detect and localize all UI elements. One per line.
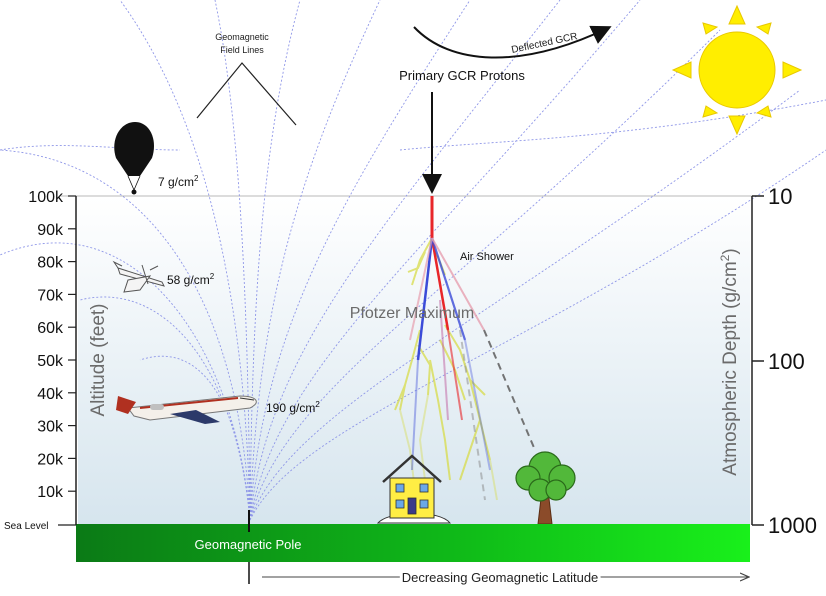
depth-tick-label: 1000 <box>768 513 817 538</box>
depth-tick-label: 100 <box>768 349 805 374</box>
depth-axis-title: Atmospheric Depth (g/cm2) <box>718 248 741 475</box>
altitude-tick-label: 20k <box>37 451 64 468</box>
altitude-tick-label: 30k <box>37 419 64 436</box>
air-shower-label: Air Shower <box>460 251 514 263</box>
tree-icon <box>515 451 576 525</box>
deflected-gcr-arrow <box>413 25 612 59</box>
altitude-tick-label: 10k <box>37 484 64 501</box>
sun-icon <box>671 4 803 136</box>
altitude-tick-label: 40k <box>37 386 64 403</box>
house-icon <box>376 454 452 524</box>
turboprop-plane-icon <box>112 260 165 293</box>
air-shower <box>394 196 536 501</box>
field-lines-pointer <box>196 62 297 126</box>
depth-tick-label: 10 <box>768 184 792 209</box>
ground-band <box>76 524 750 562</box>
field-lines-label-2: Field Lines <box>220 45 264 55</box>
pfotzer-maximum-label: Pfotzer Maximum <box>350 305 474 322</box>
balloon-icon <box>114 122 155 195</box>
balloon-depth-label: 7 g/cm2 <box>158 174 199 189</box>
altitude-tick-label: 100k <box>28 189 64 206</box>
altitude-tick-label: 80k <box>37 255 64 272</box>
primary-gcr-label: Primary GCR Protons <box>399 68 525 83</box>
geomagnetic-pole-label: Geomagnetic Pole <box>195 537 302 552</box>
altitude-tick-label: 70k <box>37 287 64 304</box>
altitude-tick-label: 50k <box>37 353 64 370</box>
latitude-label: Decreasing Geomagnetic Latitude <box>402 570 599 585</box>
field-lines-label-1: Geomagnetic <box>215 32 269 42</box>
jet-airliner-icon <box>116 395 257 424</box>
altitude-tick-label: 60k <box>37 320 64 337</box>
altitude-axis-title: Altitude (feet) <box>88 304 109 417</box>
atmosphere-area <box>78 196 750 526</box>
sea-level-label: Sea Level <box>4 521 48 532</box>
jet-depth-label: 190 g/cm2 <box>266 400 320 415</box>
altitude-tick-label: 90k <box>37 222 64 239</box>
right-axis: 10 100 1000 <box>751 184 817 538</box>
left-axis: 100k 90k 80k 70k 60k 50k 40k 30k 20k 10k <box>28 189 77 525</box>
field-lines <box>0 0 826 521</box>
plane-depth-label: 58 g/cm2 <box>167 272 215 287</box>
